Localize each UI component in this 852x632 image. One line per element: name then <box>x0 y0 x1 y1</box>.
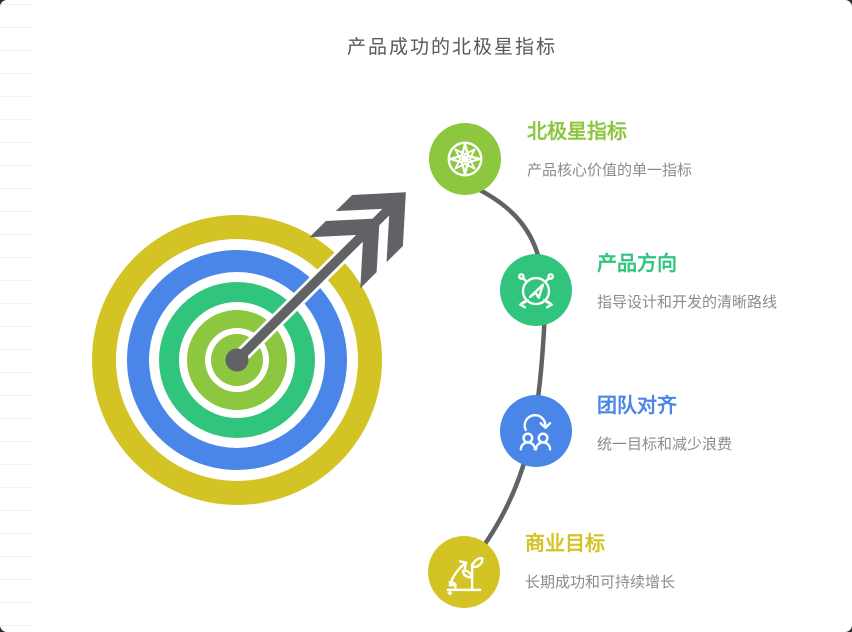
item-description: 长期成功和可持续增长 <box>525 574 676 591</box>
item-title: 北极星指标 <box>527 121 627 143</box>
item-description: 统一目标和减少浪费 <box>597 436 733 453</box>
item-title: 商业目标 <box>525 533 605 555</box>
arrow-icon <box>225 192 406 372</box>
item-description: 指导设计和开发的清晰路线 <box>597 294 778 311</box>
growth-icon <box>428 536 500 608</box>
connector-curve <box>461 181 547 574</box>
item-title: 产品方向 <box>597 253 677 275</box>
item-title: 团队对齐 <box>597 395 677 417</box>
page-title: 产品成功的北极星指标 <box>346 37 557 58</box>
navigation-icon <box>500 254 572 326</box>
team-sync-icon <box>500 395 572 467</box>
item-description: 产品核心价值的单一指标 <box>527 162 693 179</box>
ruled-paper-edge <box>0 4 34 632</box>
compass-icon <box>429 123 501 195</box>
arrow-tip-dot <box>225 348 249 372</box>
